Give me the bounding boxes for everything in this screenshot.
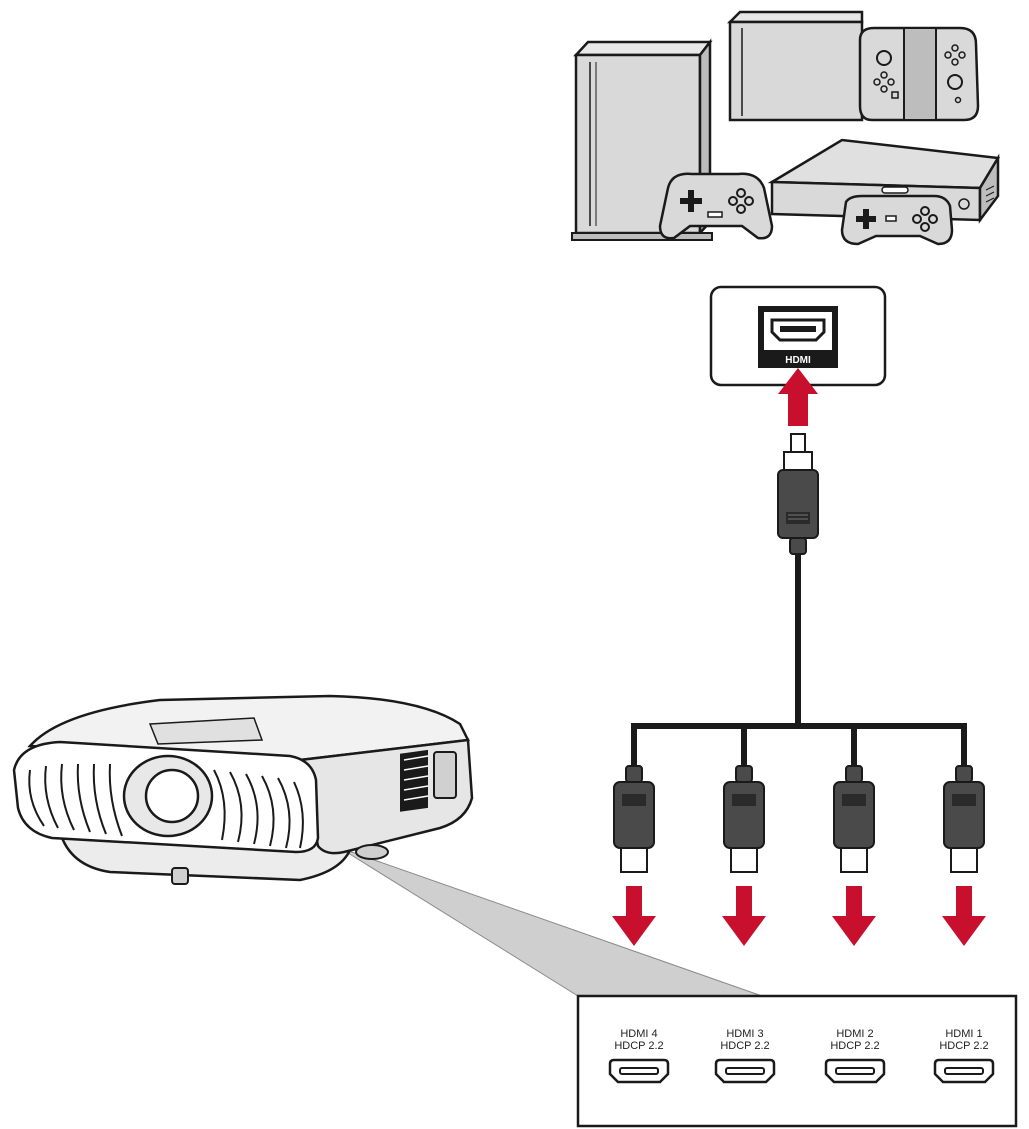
hdmi-plug-2 (723, 765, 765, 873)
port-label: HDMI 2 (836, 1028, 873, 1040)
hdmi-splitter-cable (631, 716, 967, 770)
arrow-down-icon (832, 886, 876, 946)
hdmi-port-icon (770, 318, 826, 342)
port-sublabel: HDCP 2.2 (614, 1040, 663, 1052)
arrow-down-icon (722, 886, 766, 946)
hdmi-plugs (613, 765, 985, 873)
arrow-down-icon (942, 886, 986, 946)
port-hdmi-2: HDMI 2 HDCP 2.2 (824, 1028, 886, 1084)
port-sublabel: HDCP 2.2 (830, 1040, 879, 1052)
handheld-console-icon (726, 10, 980, 122)
hdmi-plug-3 (833, 765, 875, 873)
port-hdmi-3: HDMI 3 HDCP 2.2 (714, 1028, 776, 1084)
source-port-label: HDMI (785, 355, 811, 366)
projector-icon (12, 694, 763, 997)
port-label: HDMI 1 (945, 1028, 982, 1040)
hdmi-port-icon (933, 1058, 995, 1084)
port-label: HDMI 4 (620, 1028, 657, 1040)
hdmi-cable-source (777, 433, 819, 716)
projector-ports-callout: HDMI 4 HDCP 2.2 HDMI 3 HDCP 2.2 HDMI 2 H… (576, 994, 1018, 1128)
down-arrows (612, 886, 986, 946)
port-hdmi-1: HDMI 1 HDCP 2.2 (933, 1028, 995, 1084)
arrow-up-icon (778, 368, 818, 426)
hdmi-port-icon (608, 1058, 670, 1084)
hdmi-plug-1 (613, 765, 655, 873)
port-hdmi-4: HDMI 4 HDCP 2.2 (608, 1028, 670, 1084)
port-label: HDMI 3 (726, 1028, 763, 1040)
callout-beam (339, 847, 763, 997)
hdmi-port-icon (714, 1058, 776, 1084)
port-sublabel: HDCP 2.2 (720, 1040, 769, 1052)
gamepad-icon (840, 194, 954, 246)
gamepad-icon (658, 172, 774, 240)
source-hdmi-port: HDMI (709, 285, 887, 387)
hdmi-port-icon (824, 1058, 886, 1084)
port-sublabel: HDCP 2.2 (939, 1040, 988, 1052)
arrow-down-icon (612, 886, 656, 946)
hdmi-plug-4 (943, 765, 985, 873)
